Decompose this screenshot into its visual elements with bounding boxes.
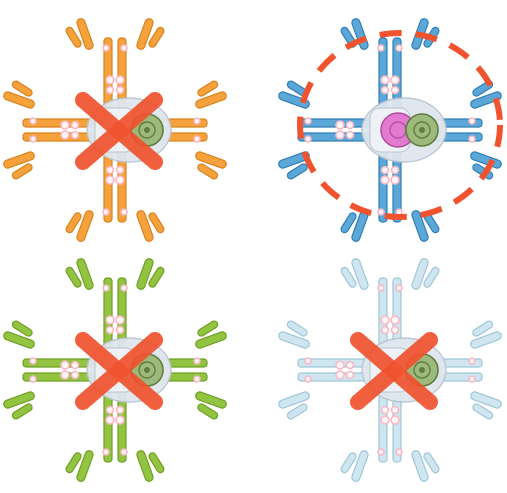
- panel-blue: [278, 18, 503, 243]
- panel-blue-core: [362, 98, 446, 162]
- panel-green: [3, 258, 228, 483]
- antibody-arm-3: [340, 150, 440, 242]
- antibody-arm-4: [278, 80, 370, 180]
- panel-pale-blue: [278, 258, 503, 483]
- panel-orange: [3, 18, 228, 243]
